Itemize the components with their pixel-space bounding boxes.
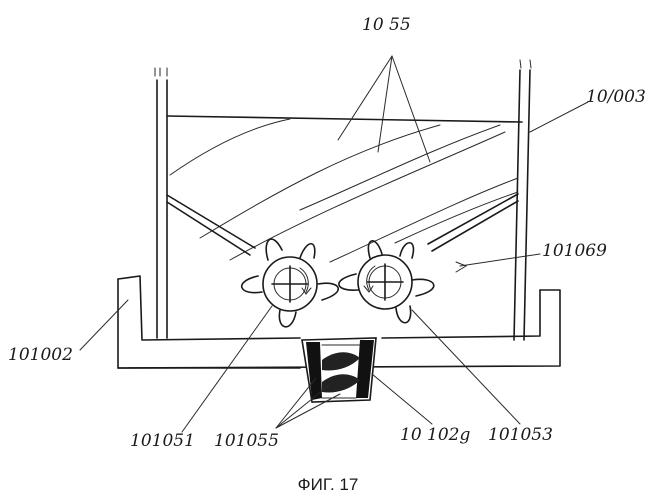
label-101002: 101002 bbox=[8, 345, 73, 365]
label-10102g: 10 102g bbox=[400, 425, 470, 445]
label-101051: 101051 bbox=[130, 431, 195, 451]
label-1055: 10 55 bbox=[362, 15, 411, 35]
label-101055: 101055 bbox=[214, 431, 279, 451]
label-101069: 101069 bbox=[542, 241, 607, 261]
right-agitator-rotor bbox=[339, 241, 434, 323]
discharge-chute bbox=[302, 338, 376, 402]
hopper-contents bbox=[167, 116, 522, 262]
hopper-right-wall bbox=[514, 60, 531, 340]
figure-caption: ФИГ. 17 bbox=[298, 475, 359, 494]
label-101053: 101053 bbox=[488, 425, 553, 445]
hopper-left-wall bbox=[155, 68, 167, 338]
funnel-left-plate bbox=[167, 195, 255, 255]
label-101003: 10/003 bbox=[586, 87, 646, 107]
left-agitator-rotor bbox=[242, 239, 339, 327]
